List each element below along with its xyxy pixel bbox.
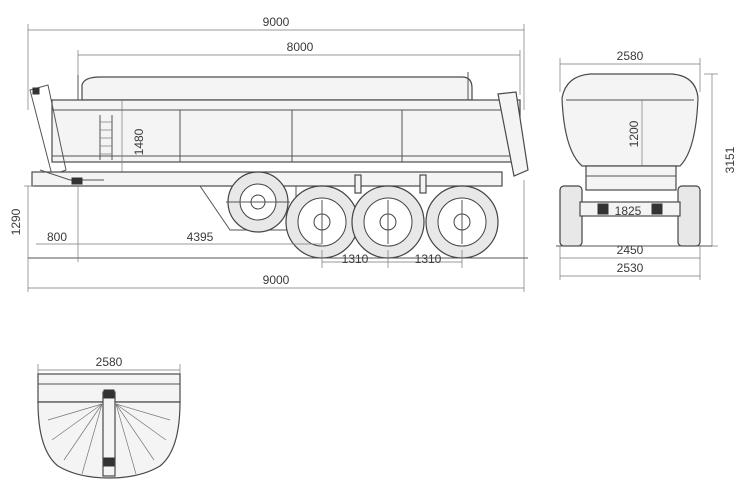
track-width-label: 2450	[617, 243, 644, 257]
rear-body-width-label: 2580	[617, 49, 644, 63]
dim-front-overhang: 800	[36, 186, 79, 262]
kingpin-to-axle-label: 4395	[187, 230, 214, 244]
axle-spacing-1-label: 1310	[342, 252, 369, 266]
rear-right-tire	[677, 185, 701, 247]
wheel-3	[425, 185, 499, 259]
dim-axle-spacing: 1310 1310	[321, 250, 463, 268]
body-height-label: 1480	[132, 128, 146, 155]
axle-spacing-2-label: 1310	[415, 252, 442, 266]
rear-body-height-label: 1200	[627, 120, 641, 147]
side-view: 9000 8000	[9, 15, 529, 292]
dim-overall-width: 2530	[560, 261, 700, 277]
axle-track-label: 1825	[615, 204, 642, 218]
body-length-label: 8000	[287, 40, 314, 54]
dim-rear-body-height: 1200	[627, 100, 643, 166]
frame-height-label: 1290	[9, 208, 23, 235]
dim-frame-height: 1290	[9, 185, 34, 258]
overall-length-bottom-label: 9000	[263, 273, 290, 287]
rear-view: 2580 1200 1825 3151	[556, 49, 737, 280]
wheel-2	[351, 185, 425, 259]
overall-length-top-label: 9000	[263, 15, 290, 29]
dim-body-length: 8000	[77, 40, 521, 95]
dim-rear-body-width: 2580	[559, 49, 701, 92]
front-view: 2580	[37, 355, 181, 479]
front-overhang-label: 800	[47, 230, 67, 244]
tipper-body	[29, 72, 529, 177]
rear-overall-height-label: 3151	[723, 146, 737, 173]
dim-track-width: 2450	[559, 243, 701, 280]
front-body-width-label: 2580	[96, 355, 123, 369]
dim-overall-length-bottom: 9000	[27, 180, 525, 292]
dim-rear-overall-height: 3151	[704, 73, 737, 247]
hoist-cylinder	[102, 389, 116, 477]
spare-tire	[226, 171, 290, 233]
rear-left-tire	[559, 185, 583, 247]
ladder-icon	[99, 115, 113, 160]
rear-bowl	[561, 73, 699, 167]
dim-overall-length-top: 9000	[27, 15, 525, 110]
wheel-1	[285, 185, 359, 259]
overall-width-label: 2530	[617, 261, 644, 275]
front-ribs	[47, 403, 171, 475]
dim-kingpin-to-axle: 4395	[78, 230, 322, 245]
